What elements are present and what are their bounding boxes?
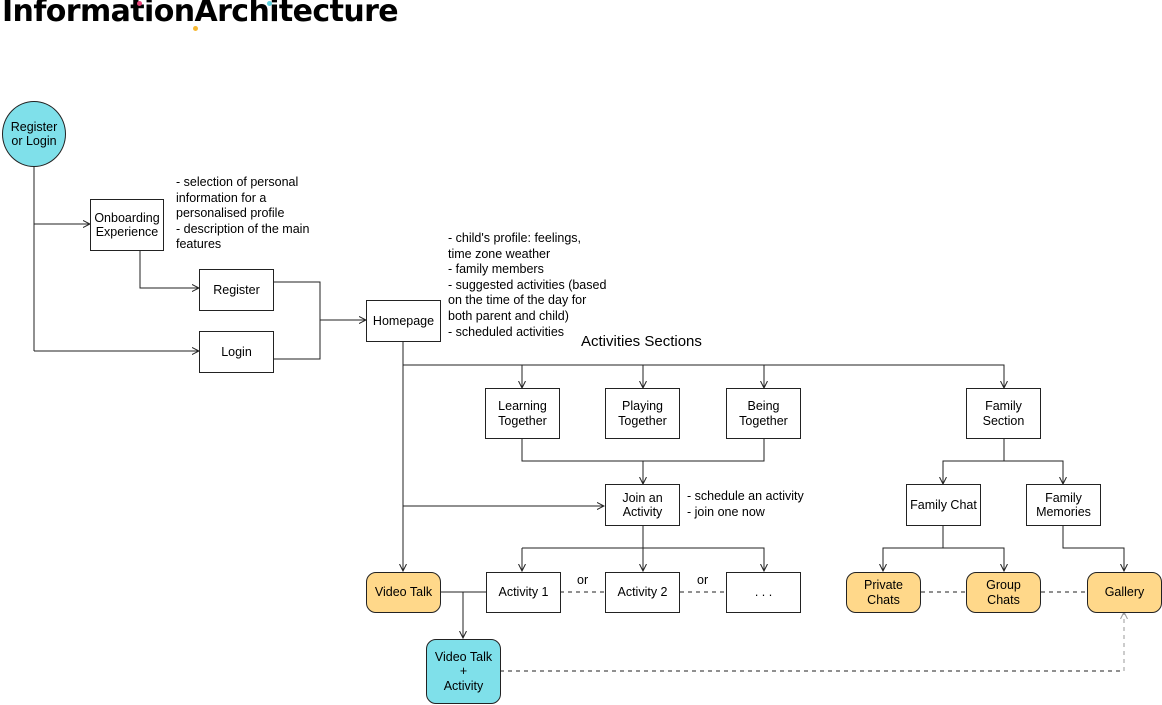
login-label: Login xyxy=(221,344,252,359)
onboarding-label: Onboarding Experience xyxy=(94,210,160,239)
private-chats-label: Private Chats xyxy=(864,578,903,607)
family-chat-node: Family Chat xyxy=(906,484,981,526)
title-dot-yellow xyxy=(193,26,199,31)
being-together-node: Being Together xyxy=(726,388,801,439)
onboarding-node: Onboarding Experience xyxy=(90,199,164,251)
title-word-architecture: Architecture xyxy=(194,0,399,29)
video-talk-node: Video Talk xyxy=(366,572,441,613)
gallery-label: Gallery xyxy=(1104,585,1145,600)
activity-2-node: Activity 2 xyxy=(605,572,680,613)
activities-sections-title: Activities Sections xyxy=(581,333,702,350)
activity-2-label: Activity 2 xyxy=(617,585,668,600)
join-activity-label: Join an Activity xyxy=(622,490,663,519)
activity-1-label: Activity 1 xyxy=(498,585,549,600)
family-chat-label: Family Chat xyxy=(910,497,977,512)
activity-1-node: Activity 1 xyxy=(486,572,561,613)
gallery-node: Gallery xyxy=(1087,572,1162,613)
or-label-2: or xyxy=(697,573,709,587)
family-section-label: Family Section xyxy=(982,399,1025,428)
family-section-node: Family Section xyxy=(966,388,1041,439)
group-chats-label: Group Chats xyxy=(986,578,1021,607)
join-activity-note: - schedule an activity - join one now xyxy=(687,489,804,519)
join-activity-node: Join an Activity xyxy=(605,484,680,526)
homepage-label: Homepage xyxy=(372,313,435,328)
onboarding-note: - selection of personal information for … xyxy=(176,175,310,252)
learning-together-label: Learning Together xyxy=(498,399,547,428)
family-memories-node: Family Memories xyxy=(1026,484,1101,526)
activity-more-label: . . . xyxy=(754,585,773,600)
homepage-node: Homepage xyxy=(366,300,441,342)
family-memories-label: Family Memories xyxy=(1036,490,1091,519)
video-talk-label: Video Talk xyxy=(374,585,433,600)
group-chats-node: Group Chats xyxy=(966,572,1041,613)
title-word-information: Information xyxy=(2,0,195,29)
playing-together-node: Playing Together xyxy=(605,388,680,439)
video-talk-activity-label: Video Talk + Activity xyxy=(434,649,493,693)
homepage-note: - child's profile: feelings, time zone w… xyxy=(448,231,607,339)
activity-more-node: . . . xyxy=(726,572,801,613)
register-label: Register xyxy=(213,282,260,297)
register-or-login-label: Register or Login xyxy=(10,119,58,148)
or-label-1: or xyxy=(577,573,589,587)
private-chats-node: Private Chats xyxy=(846,572,921,613)
title-dot-cyan xyxy=(267,1,272,6)
playing-together-label: Playing Together xyxy=(618,399,667,428)
learning-together-node: Learning Together xyxy=(485,388,560,439)
being-together-label: Being Together xyxy=(739,399,788,428)
login-node: Login xyxy=(199,331,274,373)
title-dot-pink xyxy=(137,1,142,6)
video-talk-activity-node: Video Talk + Activity xyxy=(426,639,501,704)
register-or-login-node: Register or Login xyxy=(2,101,66,167)
register-node: Register xyxy=(199,269,274,311)
